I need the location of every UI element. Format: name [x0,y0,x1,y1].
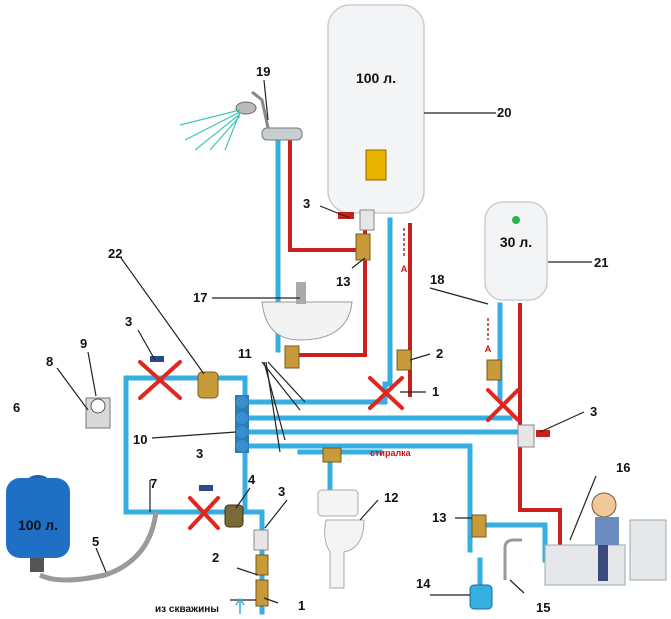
tee-sink [284,345,300,369]
washbasin [261,282,353,341]
cold-supply-riser [242,509,265,615]
cold-outlet-4 [242,443,473,553]
tee-13-bottom [471,514,487,538]
flexible-hose [38,511,159,583]
cross-valve-3-top [138,360,182,400]
hot-sink-line [298,248,367,357]
label-3-boiler: 3 [303,196,310,211]
water-heater-100: 100 л. [327,4,425,214]
label-10: 10 [133,432,147,447]
label-13-top: 13 [336,274,350,289]
label-11: 11 [238,346,252,361]
label-12: 12 [384,490,398,505]
cross-valve-1-right [486,388,520,422]
arrow-label-a-2: A [485,344,492,354]
leader-lines [56,79,597,604]
manifold [235,395,249,453]
up-arrow-icon [235,597,245,614]
label-17: 17 [193,290,207,305]
boiler-small-capacity: 30 л. [500,234,532,250]
washer-label: стиралка [370,448,412,458]
hydro-accumulator: 100 л. [6,475,70,572]
label-18: 18 [430,272,444,287]
water-heater-30: 30 л. [484,201,548,301]
source-label: из скважины [155,604,219,615]
shower-mixer [179,90,303,151]
arrow-label-a-1: A [401,264,408,274]
label-22: 22 [108,246,122,261]
label-16: 16 [616,460,630,475]
label-8: 8 [46,354,53,369]
pressure-switch [85,397,111,429]
check-valve [224,504,244,528]
flow-arrows [403,228,489,340]
label-3-filter: 3 [125,314,132,329]
label-13-bottom: 13 [432,510,446,525]
label-2-mid: 2 [436,346,443,361]
kitchen-sink-scene [544,492,667,586]
coarse-filter [197,371,219,399]
label-1-mid: 1 [432,384,439,399]
toilet [317,489,365,589]
valve-2-bottom [255,554,269,576]
valve-1-bottom [255,579,269,607]
cross-valve-1-mid [368,376,404,410]
cold-pipes [123,137,548,615]
label-20: 20 [497,105,511,120]
label-6: 6 [13,400,20,415]
label-15: 15 [536,600,550,615]
closed-markers [138,360,520,530]
label-21: 21 [594,255,608,270]
callout-numbers: 20 21 19 3 13 17 18 22 3 9 8 11 10 2 1 3… [13,64,630,615]
cold-outlet-1 [242,381,388,405]
label-19: 19 [256,64,270,79]
cross-valve-3-bottom [188,496,220,530]
label-9: 9 [80,336,87,351]
hot-kitchen-line [518,303,562,552]
label-3-check: 3 [196,446,203,461]
valve-2-mid [396,349,412,371]
drinking-filter [469,538,522,610]
label-7: 7 [150,476,157,491]
boiler-big-capacity: 100 л. [356,70,396,86]
brass-fittings [255,233,502,607]
tee-washer [322,447,342,463]
label-3-right: 3 [590,404,597,419]
valve-2-right [486,359,502,381]
label-5: 5 [92,534,99,549]
label-3-supply: 3 [278,484,285,499]
label-4: 4 [248,472,256,487]
label-14: 14 [416,576,431,591]
label-2-bottom: 2 [212,550,219,565]
label-1-bottom: 1 [298,598,305,613]
shutoff-valves [150,209,550,551]
tee-13-top [355,233,371,261]
accumulator-capacity: 100 л. [18,517,58,533]
